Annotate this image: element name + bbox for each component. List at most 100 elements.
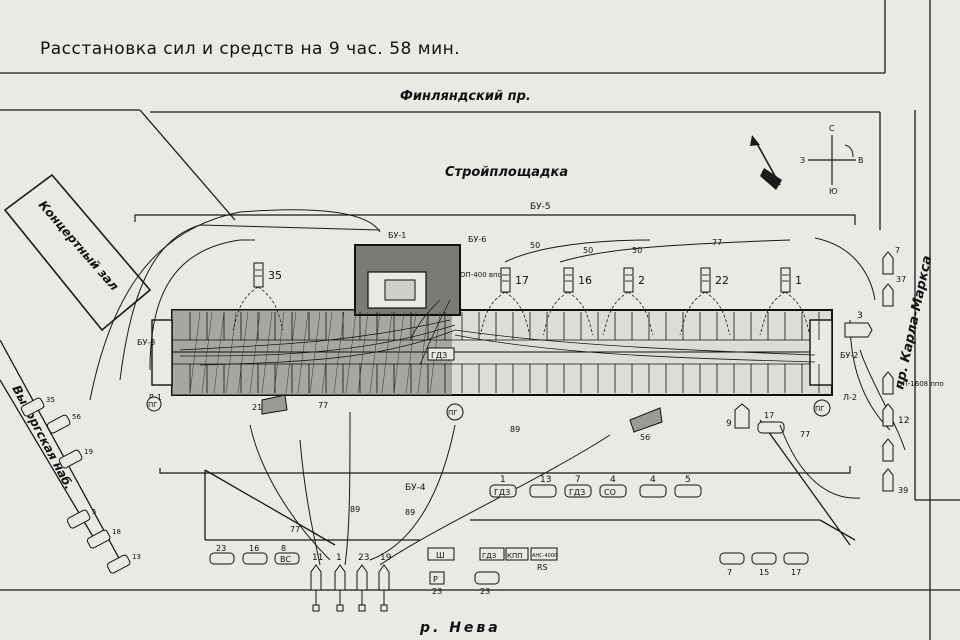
hose-89-b: 89	[405, 508, 415, 517]
top-unit: 22	[679, 267, 731, 336]
unit-56-label: 56	[640, 433, 650, 442]
hose-77-c: 77	[800, 430, 810, 439]
street-west: Выборгская наб.	[9, 383, 76, 492]
top-unit: 1	[759, 267, 811, 336]
east-unit-marker	[882, 251, 894, 275]
hydrant-2: ПГ	[446, 403, 464, 421]
bu2-label: БУ-2	[840, 351, 858, 360]
row-vehicle-number: 4	[610, 475, 616, 485]
hose-77-d: 77	[290, 525, 300, 534]
construction-label: Стройплощадка	[445, 165, 568, 180]
hydrant-1: ПГ	[146, 396, 162, 412]
hydrant-1-label: ПГ	[148, 401, 158, 409]
hydrant-2-label: ПГ	[448, 409, 458, 417]
south-pump-number: 19	[380, 553, 392, 563]
south-left-number: 16	[249, 544, 259, 553]
wind-arrow-icon	[750, 135, 782, 190]
row-vehicle-type: ГДЗ	[569, 488, 585, 497]
west-unit-number: 19	[84, 448, 93, 456]
unit-9-label: 9	[726, 419, 732, 429]
compass-west: З	[800, 156, 805, 165]
row-vehicle: 13	[529, 475, 557, 498]
row-vehicle: 4	[639, 475, 667, 498]
hose-89-a: 89	[510, 425, 520, 434]
bu5-bracket	[134, 214, 856, 225]
river-label: р. Нева	[419, 620, 501, 636]
unit-3-label: 3	[857, 311, 863, 321]
internal-hoses	[179, 299, 816, 366]
bu5-label: БУ-5	[530, 202, 551, 212]
street-north: Финляндский пр.	[400, 89, 531, 104]
south-left-number: 23	[216, 544, 226, 553]
top-unit: 35	[232, 262, 284, 331]
south-left-unit: 16	[242, 544, 268, 565]
top-unit: 2	[602, 267, 654, 336]
unit-23b-box	[474, 571, 500, 585]
bu1-label: БУ-1	[388, 231, 406, 240]
south-right-number: 15	[759, 568, 769, 577]
main-building	[151, 244, 833, 396]
concert-hall-label: Концертный зал	[36, 198, 122, 294]
west-unit-number: 56	[72, 413, 81, 421]
west-unit-number: 13	[132, 553, 141, 561]
row-vehicle-number: 13	[540, 475, 551, 485]
east-39-label: 39	[898, 486, 908, 495]
supply-hoses-south	[249, 411, 861, 566]
hose-77-a: 77	[712, 238, 722, 247]
east-op-label: ОП-1608 ппо	[897, 380, 944, 388]
compass-north: С	[829, 124, 835, 133]
south-right-unit: 7	[719, 552, 745, 577]
south-pump-number: 23	[358, 553, 369, 563]
unit-23b-label: 23	[480, 587, 490, 596]
south-left-units: 23 16 8ВС	[209, 544, 300, 565]
unit-rs-label: RS	[537, 563, 548, 572]
bu6-label: БУ-6	[468, 235, 486, 244]
east-unit-marker	[882, 468, 894, 492]
east-37-label: 37	[896, 275, 906, 284]
hose-50-b: 50	[583, 246, 593, 255]
south-left-type: ВС	[280, 555, 291, 564]
south-pump-number: 11	[312, 553, 323, 563]
unit-ans-box	[530, 547, 558, 561]
unit-sh-label: Ш	[436, 551, 445, 560]
row-vehicle-number: 7	[575, 475, 581, 485]
top-unit: 16	[542, 267, 594, 336]
south-pump: 19	[378, 553, 392, 612]
east-unit-marker	[882, 403, 894, 427]
west-unit: 5	[66, 508, 96, 529]
top-unit-number: 2	[638, 274, 645, 287]
south-left-number: 8	[281, 544, 286, 553]
concert-hall: Концертный зал	[3, 173, 152, 332]
row-vehicle: 4СО	[599, 475, 627, 498]
row-vehicle-number: 1	[500, 475, 506, 485]
hose-77-b: 77	[318, 401, 328, 410]
row-vehicle-type: СО	[604, 488, 616, 497]
compass-south: Ю	[829, 187, 838, 196]
west-unit: 35	[20, 396, 55, 417]
south-right-number: 7	[727, 568, 732, 577]
unit-ans-label: АНС-4000	[532, 553, 557, 559]
diagram-title: Расстановка сил и средств на 9 час. 58 м…	[40, 39, 460, 59]
unit-9: 9	[726, 403, 750, 429]
row-vehicle: 5	[674, 475, 702, 498]
south-left-unit: 8ВС	[274, 544, 300, 565]
supply-hoses-top	[89, 209, 906, 451]
unit-3-marker	[844, 322, 873, 338]
row-vehicle-number: 5	[685, 475, 691, 485]
gdzs-post-box	[427, 347, 455, 361]
top-unit-number: 16	[578, 274, 592, 287]
east-unit-marker	[882, 438, 894, 462]
unit-gdz-box	[479, 547, 505, 561]
unit-sh-box	[427, 547, 455, 561]
south-pump: 11	[310, 553, 323, 612]
